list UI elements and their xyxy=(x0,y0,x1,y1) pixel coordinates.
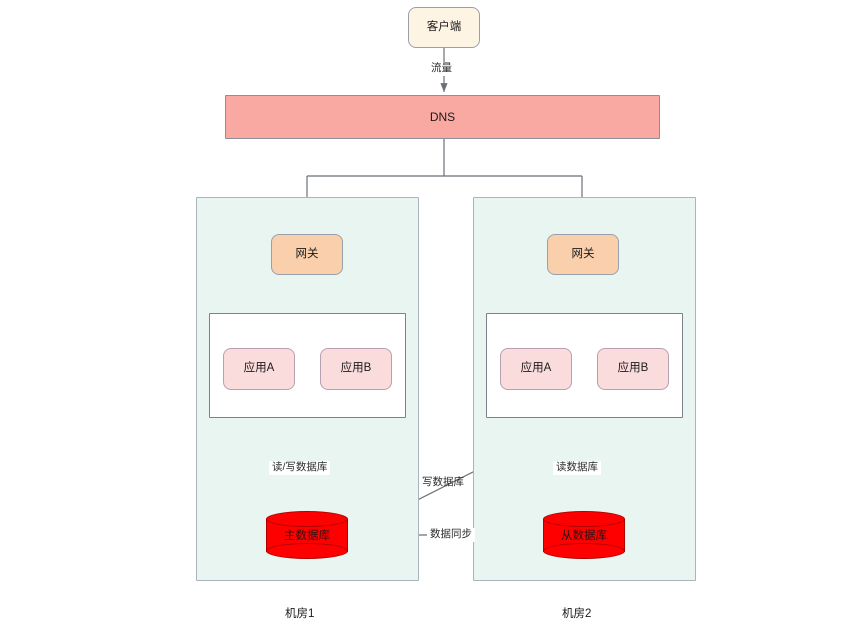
node-primary-database[interactable]: 主数据库 xyxy=(266,511,348,559)
node-client[interactable]: 客户端 xyxy=(408,7,480,48)
node-gateway-dc1[interactable]: 网关 xyxy=(271,234,343,275)
database-cylinder-bottom xyxy=(543,543,625,559)
caption-datacenter-1: 机房1 xyxy=(285,608,315,620)
edge-label-read-database: 读数据库 xyxy=(553,461,601,475)
node-app-a-dc2-label: 应用A xyxy=(520,362,552,375)
database-cylinder-bottom xyxy=(266,543,348,559)
node-app-a-dc2[interactable]: 应用A xyxy=(500,348,572,390)
edge-label-data-sync: 数据同步 xyxy=(427,528,475,542)
node-gateway-dc1-label: 网关 xyxy=(295,247,319,260)
node-gateway-dc2-label: 网关 xyxy=(571,247,595,260)
node-app-a-dc1[interactable]: 应用A xyxy=(223,348,295,390)
node-replica-database[interactable]: 从数据库 xyxy=(543,511,625,559)
database-cylinder-top xyxy=(543,511,625,527)
node-dns[interactable]: DNS xyxy=(225,95,660,139)
node-app-b-dc1-label: 应用B xyxy=(340,362,372,375)
node-dns-label: DNS xyxy=(429,109,456,124)
node-app-b-dc2-label: 应用B xyxy=(617,362,649,375)
edge-label-traffic: 流量 xyxy=(428,62,455,76)
node-app-b-dc1[interactable]: 应用B xyxy=(320,348,392,390)
caption-datacenter-2: 机房2 xyxy=(562,608,592,620)
database-cylinder-top xyxy=(266,511,348,527)
node-app-b-dc2[interactable]: 应用B xyxy=(597,348,669,390)
node-primary-database-label: 主数据库 xyxy=(284,530,330,542)
node-gateway-dc2[interactable]: 网关 xyxy=(547,234,619,275)
edge-label-read-write-database: 读/写数据库 xyxy=(269,461,331,475)
node-client-label: 客户端 xyxy=(426,20,462,33)
node-replica-database-label: 从数据库 xyxy=(561,530,607,542)
node-app-a-dc1-label: 应用A xyxy=(243,362,275,375)
edge-label-write-database: 写数据库 xyxy=(422,476,464,488)
